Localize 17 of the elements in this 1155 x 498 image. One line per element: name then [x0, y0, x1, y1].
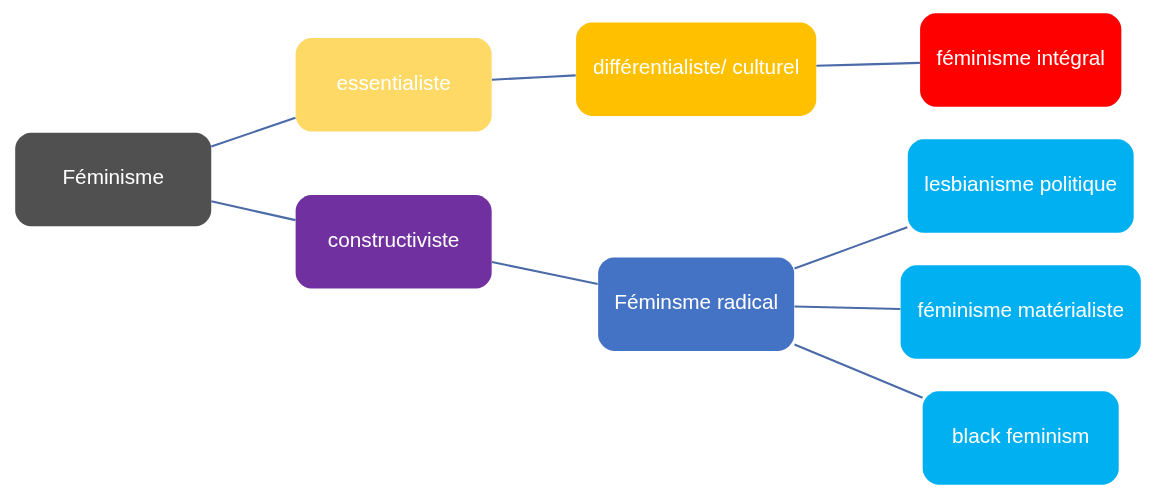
connector	[210, 116, 296, 148]
node-box: féminisme intégral	[919, 13, 1121, 107]
node-box: black feminism	[922, 391, 1119, 485]
connector	[815, 61, 920, 67]
connector	[793, 305, 900, 311]
connector	[491, 74, 576, 81]
connector	[793, 226, 908, 270]
node-box: essentialiste	[295, 38, 492, 132]
connector	[210, 200, 296, 222]
connector	[491, 261, 598, 285]
node-box: féminisme matérialiste	[900, 265, 1141, 359]
connector	[793, 343, 923, 399]
node-box: Féminisme	[14, 132, 211, 227]
node-box: Féminsme radical	[597, 257, 794, 351]
node-box: différentialiste/ culturel	[575, 22, 816, 116]
node-box: lesbianisme politique	[907, 139, 1134, 233]
node-box: constructiviste	[295, 195, 492, 289]
